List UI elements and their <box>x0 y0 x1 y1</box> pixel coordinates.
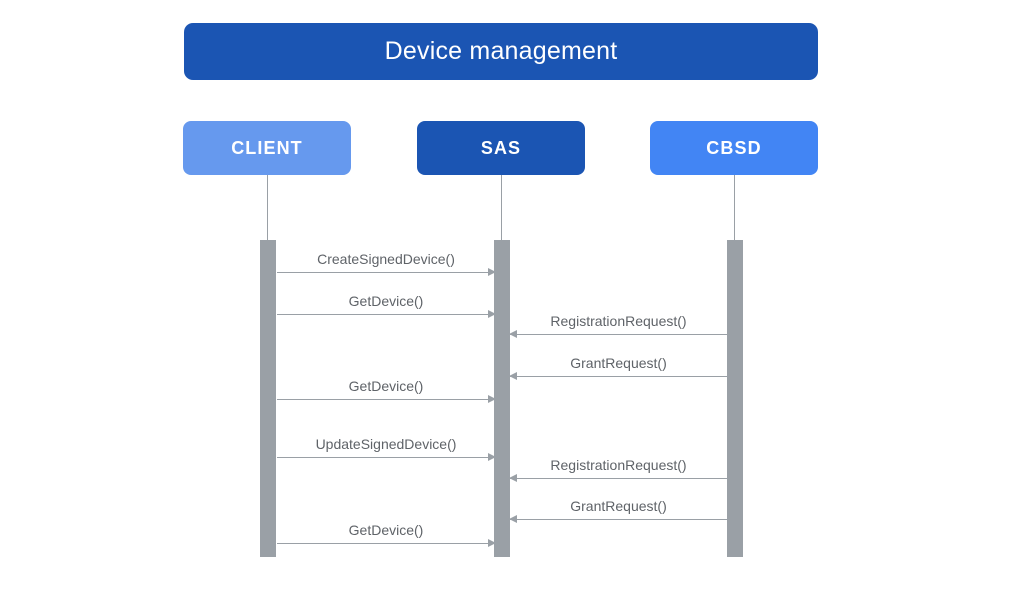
message-label: GrantRequest() <box>570 498 667 514</box>
arrow-head-icon <box>488 268 496 276</box>
message-line <box>277 457 495 458</box>
arrow-head-icon <box>488 395 496 403</box>
message-line <box>510 376 727 377</box>
message-line <box>510 478 727 479</box>
participant-label-cbsd: CBSD <box>706 138 762 158</box>
participant-header-sas[interactable]: SAS <box>417 121 585 175</box>
participant-label-client: CLIENT <box>231 138 303 158</box>
activation-bar-cbsd <box>727 240 743 557</box>
message-line <box>277 399 495 400</box>
message-label: GetDevice() <box>348 293 424 309</box>
participant-label-sas: SAS <box>480 138 522 158</box>
page-title: Device management <box>384 37 618 65</box>
arrow-head-icon <box>488 539 496 547</box>
message-label: GrantRequest() <box>570 355 667 371</box>
message-line <box>510 334 727 335</box>
message-label: GetDevice() <box>348 378 424 394</box>
arrow-head-icon <box>509 474 517 482</box>
arrow-head-icon <box>509 372 517 380</box>
message-label: UpdateSignedDevice() <box>315 436 457 452</box>
activation-bar-sas <box>494 240 510 557</box>
message-line <box>277 314 495 315</box>
message-line <box>510 519 727 520</box>
lifeline-stem-cbsd <box>734 175 735 240</box>
arrow-head-icon <box>509 330 517 338</box>
arrow-head-icon <box>488 453 496 461</box>
arrow-head-icon <box>509 515 517 523</box>
participant-header-client[interactable]: CLIENT <box>183 121 351 175</box>
participant-header-cbsd[interactable]: CBSD <box>650 121 818 175</box>
diagram-title-banner: Device management <box>184 23 818 80</box>
message-line <box>277 272 495 273</box>
lifeline-stem-client <box>267 175 268 240</box>
message-label: CreateSignedDevice() <box>317 251 455 267</box>
message-line <box>277 543 495 544</box>
activation-bar-client <box>260 240 276 557</box>
message-label: RegistrationRequest() <box>550 457 687 473</box>
message-label: GetDevice() <box>348 522 424 538</box>
lifeline-stem-sas <box>501 175 502 240</box>
message-label: RegistrationRequest() <box>550 313 687 329</box>
arrow-head-icon <box>488 310 496 318</box>
